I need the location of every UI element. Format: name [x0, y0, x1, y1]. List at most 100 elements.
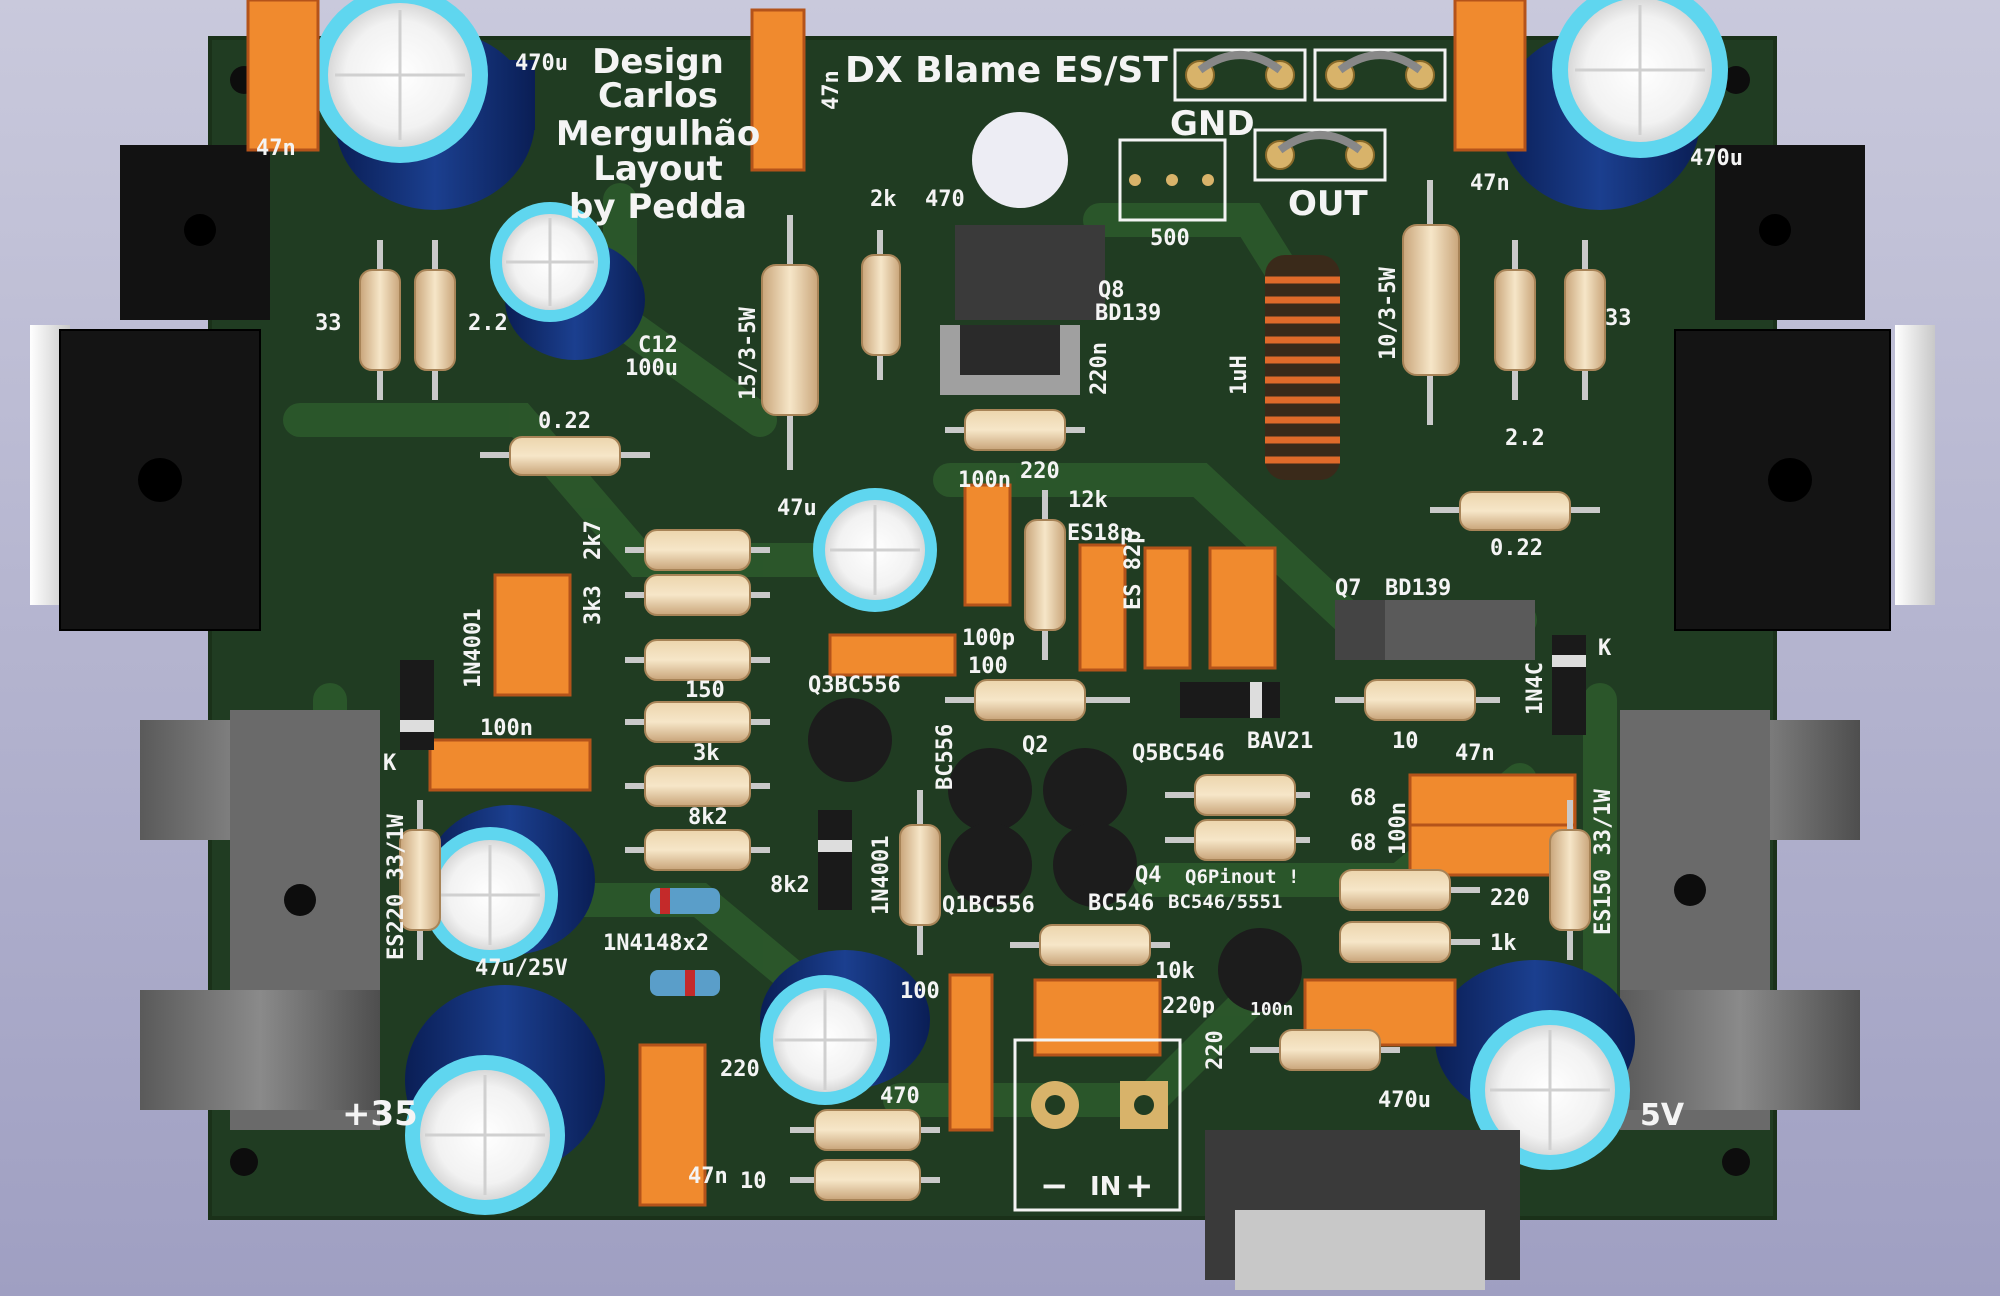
label-c47n-tl: 47n [256, 136, 296, 161]
label-r3k: 3k [693, 741, 720, 766]
label-q4: Q4 [1135, 863, 1162, 888]
label-d1n4148: 1N4148x2 [603, 931, 709, 956]
label-c47u: 47u [777, 496, 817, 521]
input-connector [1013, 1038, 1182, 1212]
label-r8k2-a: 8k2 [688, 805, 728, 830]
q7-transistor [1335, 600, 1535, 660]
capacitor-c12 [490, 202, 645, 360]
capacitor-47u-25v [422, 805, 595, 963]
capacitor-470u-top-left [312, 0, 535, 210]
label-c12: C12 [638, 333, 678, 358]
label-c47n-bl: 47n [688, 1164, 728, 1189]
in-plus-label: + [1125, 1166, 1154, 1206]
label-q2-type: BC556 [933, 724, 958, 790]
right-driver-transistor [1715, 145, 1865, 320]
label-d1n4001-l: 1N4001 [461, 609, 486, 688]
label-r10: 10 [1392, 729, 1419, 754]
label-c47n-tr: 47n [1470, 171, 1510, 196]
label-q8: Q8 [1098, 278, 1125, 303]
label-c220p: 220p [1162, 994, 1215, 1019]
label-c470u-tr: 470u [1690, 146, 1743, 171]
capacitor-470u-top-right [1500, 0, 1728, 210]
right-heatsink-clip [1620, 710, 1860, 1130]
label-r12k: 12k [1068, 488, 1108, 513]
label-r220-bl: 220 [720, 1057, 760, 1082]
label-r33-r: 33 [1605, 306, 1632, 331]
left-heatsink-clip [140, 710, 380, 1130]
label-r22-l: 2.2 [468, 311, 508, 336]
in-label: IN [1090, 1172, 1121, 1202]
rail-pos-label: +35 [342, 1094, 418, 1134]
label-r100-a: 100 [968, 654, 1008, 679]
diodes [400, 635, 1586, 996]
label-c47n-r: 47n [1455, 741, 1495, 766]
small-transistors [808, 698, 1302, 1012]
label-c12-val: 100u [625, 356, 678, 381]
label-c100p: 100p [962, 626, 1015, 651]
label-r470-b: 470 [880, 1084, 920, 1109]
credit-line-2: Carlos [598, 76, 718, 116]
label-es150: ES150 33/1W [1591, 789, 1616, 935]
credit-line-3: Mergulhão [556, 114, 760, 154]
q8-transistor [940, 225, 1105, 395]
credit-line-1: Design [592, 42, 724, 82]
label-r2k: 2k [870, 187, 897, 212]
label-bav21: BAV21 [1247, 729, 1313, 754]
label-c100n-r: 100n [1386, 802, 1411, 855]
label-l1: 1uH [1227, 355, 1252, 395]
axial-resistors [359, 180, 1606, 1201]
label-r68-b: 68 [1350, 831, 1377, 856]
label-k-r: K [1598, 636, 1612, 661]
label-q4-type: BC546 [1088, 891, 1154, 916]
label-q8-type: BD139 [1095, 301, 1161, 326]
label-q5: Q5BC546 [1132, 741, 1225, 766]
label-q1: Q1BC556 [942, 893, 1035, 918]
pot-500-footprint [1118, 138, 1227, 222]
label-q7-type: BD139 [1385, 576, 1451, 601]
label-r68-a: 68 [1350, 786, 1377, 811]
label-r22-r: 2.2 [1505, 426, 1545, 451]
right-power-transistor-upper [1674, 325, 1935, 631]
board-title: DX Blame ES/ST [845, 50, 1168, 91]
label-r022-r: 0.22 [1490, 536, 1543, 561]
label-r1k: 1k [1490, 931, 1517, 956]
credit-line-4: Layout [593, 149, 723, 189]
label-r3k3: 3k3 [581, 585, 606, 625]
label-c100n-mid: 100n [958, 468, 1011, 493]
label-r220-mid: 220 [1020, 459, 1060, 484]
in-minus-label: − [1040, 1166, 1069, 1206]
label-c470u-br: 470u [1378, 1088, 1431, 1113]
rail-neg-label: 5V [1640, 1098, 1685, 1133]
label-r022-l: 0.22 [538, 409, 591, 434]
capacitor-220u-bottom [760, 950, 930, 1105]
label-d1n4001-m: 1N4001 [869, 836, 894, 915]
label-c470u-tl: 470u [515, 51, 568, 76]
label-k-l: K [383, 751, 397, 776]
label-r10-b: 10 [740, 1169, 767, 1194]
label-pot500: 500 [1150, 226, 1190, 251]
left-power-transistor-upper [30, 325, 261, 631]
out-label: OUT [1288, 184, 1369, 224]
gnd-label: GND [1170, 104, 1255, 144]
label-q3: Q3BC556 [808, 673, 901, 698]
component-labels: 470u 47n 47n 470u 47n 33 2.2 C12 100u 15… [256, 51, 1743, 1194]
silkscreen-credit: Design Carlos Mergulhão Layout by Pedda [556, 42, 760, 227]
label-c100n-l: 100n [480, 716, 533, 741]
label-r100-b: 100 [900, 979, 940, 1004]
credit-line-5: by Pedda [569, 187, 747, 227]
label-c47u-25v: 47u/25V [475, 956, 568, 981]
label-c47n-top: 47n [819, 70, 844, 110]
capacitor-47u-center [813, 488, 937, 612]
capacitor-470u-bottom-right [1435, 960, 1635, 1170]
label-es82p: ES 82p [1121, 531, 1146, 610]
label-es220: ES220 33/1W [384, 814, 409, 960]
label-r10-3: 10/3-5W [1376, 267, 1401, 360]
label-r15: 15/3-5W [736, 307, 761, 400]
label-d1n4-r: 1N4C [1523, 662, 1548, 715]
board-center-hole [972, 112, 1068, 208]
label-es18p: ES18p [1067, 521, 1133, 546]
capacitor-bottom-left-large [405, 985, 605, 1215]
label-q2: Q2 [1022, 733, 1049, 758]
label-r2k7: 2k7 [581, 520, 606, 560]
